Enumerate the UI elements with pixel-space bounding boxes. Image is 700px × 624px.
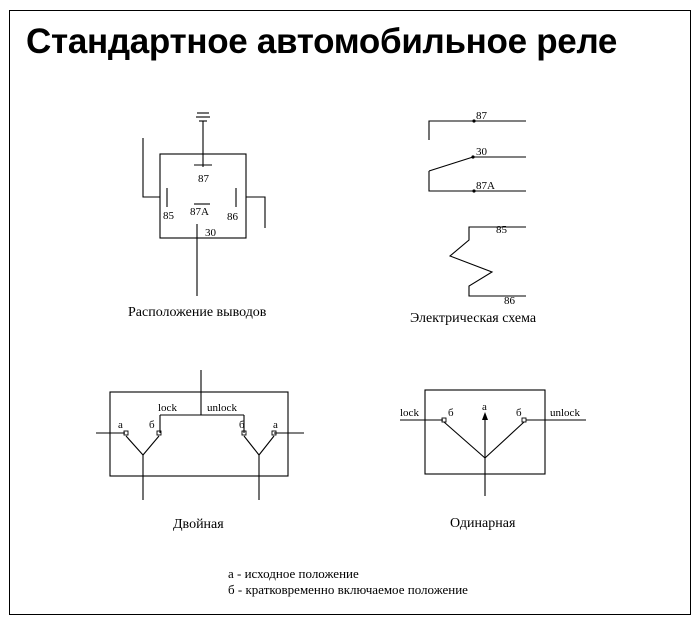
el-pin-30-label: 30 — [476, 146, 488, 158]
el-pin-85-label: 85 — [496, 224, 508, 236]
pinout-caption: Расположение выводов — [128, 305, 267, 320]
double-switch-diagram: lock unlock а б б а Двойная — [96, 370, 304, 532]
single-right-b-label: б — [516, 407, 522, 419]
single-caption: Одинарная — [450, 516, 516, 531]
single-unlock-label: unlock — [550, 407, 580, 419]
el-pin-87-label: 87 — [476, 110, 488, 122]
single-lock-label: lock — [400, 407, 419, 419]
pin-87-label: 87 — [198, 173, 210, 185]
pin-87a-label: 87A — [190, 206, 209, 218]
double-left-a-label: а — [118, 419, 123, 431]
page-title: Стандартное автомобильное реле — [26, 22, 618, 61]
double-unlock-label: unlock — [207, 402, 237, 414]
el-pin-87a-label: 87A — [476, 180, 495, 192]
single-switch-diagram: lock б а б unlock Одинарная — [400, 389, 586, 531]
diagram-frame — [9, 10, 691, 615]
pinout-diagram: 87 85 87A 86 30 Расположение выводов — [128, 112, 267, 320]
double-left-b-label: б — [149, 419, 155, 431]
legend-b: б - кратковременно включаемое положение — [228, 582, 468, 597]
double-lock-label: lock — [158, 402, 177, 414]
legend: а - исходное положение б - кратковременн… — [228, 566, 468, 597]
double-caption: Двойная — [173, 517, 224, 532]
double-right-a-label: а — [273, 419, 278, 431]
legend-a: а - исходное положение — [228, 566, 359, 581]
double-right-b-label: б — [239, 419, 245, 431]
pin-85-label: 85 — [163, 210, 175, 222]
pin-30-label: 30 — [205, 227, 217, 239]
electrical-caption: Электрическая схема — [410, 311, 537, 326]
el-pin-86-label: 86 — [504, 295, 516, 307]
electrical-diagram: 87 30 87A 85 86 Электрическая схема — [410, 110, 537, 326]
single-a-label: а — [482, 401, 487, 413]
single-left-b-label: б — [448, 407, 454, 419]
pin-86-label: 86 — [227, 211, 239, 223]
